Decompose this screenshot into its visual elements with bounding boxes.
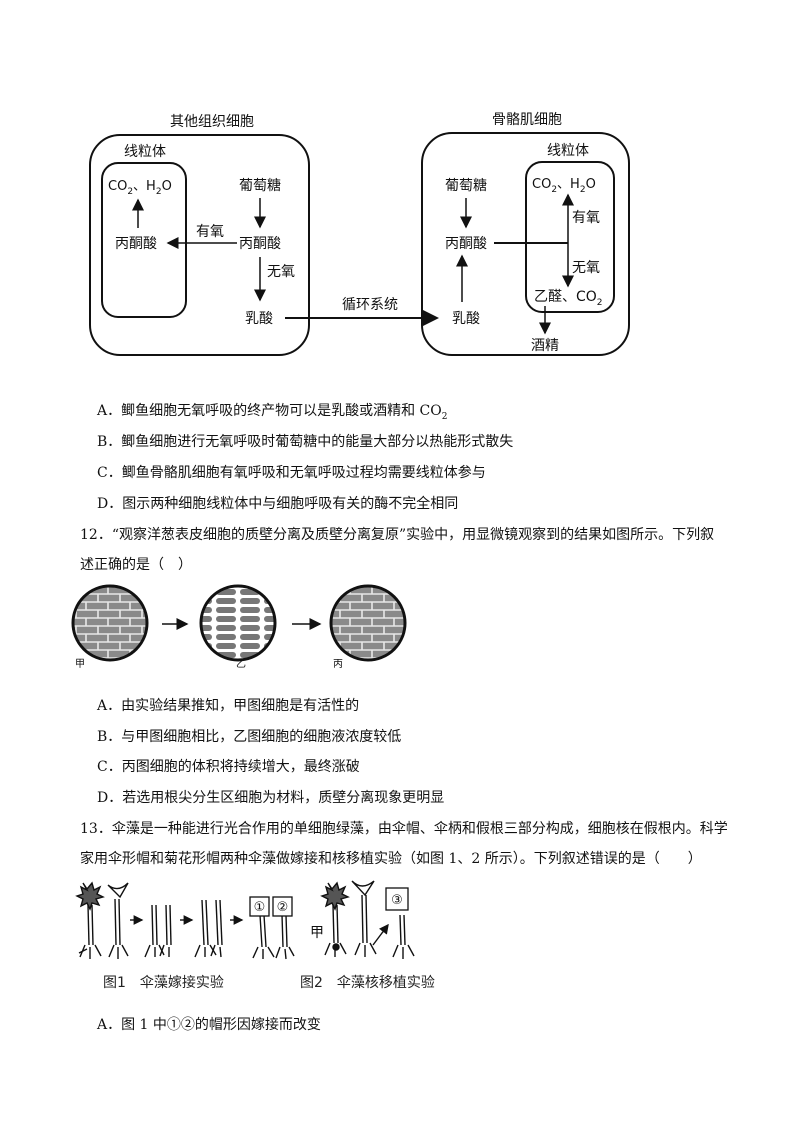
- label-yi: 乙: [236, 658, 246, 670]
- right-ethanol: 酒精: [531, 338, 559, 354]
- q12-option-b: B．与甲图细胞相比，乙图细胞的细胞液浓度较低: [97, 729, 402, 745]
- left-mito-pyruvate: 丙酮酸: [115, 236, 157, 252]
- q12-option-c: C．丙图细胞的体积将持续增大，最终涨破: [97, 759, 360, 775]
- right-co2-h2o: CO2、H2O: [532, 177, 596, 195]
- right-acetaldehyde: 乙醛、CO2: [534, 289, 603, 308]
- q11-option-a: A．鲫鱼细胞无氧呼吸的终产物可以是乳酸或酒精和 CO2: [97, 403, 448, 422]
- right-mito-label: 线粒体: [547, 143, 589, 159]
- label-jia: 甲: [75, 659, 85, 670]
- q13-stem-line2: 家用伞形帽和菊花形帽两种伞藻做嫁接和核移植实验（如图 1、2 所示）。下列叙述错…: [80, 851, 702, 867]
- left-cell-outline: [89, 134, 310, 356]
- q11-option-d: D．图示两种细胞线粒体中与细胞呼吸有关的酶不完全相同: [97, 496, 459, 512]
- plasmolysis-micrographs: 甲 乙 丙: [71, 584, 407, 670]
- q12-option-d: D．若选用根尖分生区细胞为材料，质壁分离现象更明显: [97, 790, 445, 806]
- q12-option-a: A．由实验结果推知，甲图细胞是有活性的: [97, 698, 360, 714]
- figure2-caption: 图2 伞藻核移植实验: [300, 974, 435, 991]
- circulation-label: 循环系统: [342, 297, 398, 313]
- q11-option-b: B．鲫鱼细胞进行无氧呼吸时葡萄糖中的能量大部分以热能形式散失: [97, 434, 514, 450]
- right-cell-outline: [421, 132, 630, 356]
- box-label-1: ①: [254, 900, 266, 915]
- box-label-3: ③: [391, 893, 403, 908]
- left-mito-label: 线粒体: [124, 144, 166, 160]
- figure2-nuclear-transplant: [320, 880, 415, 959]
- left-co2-h2o: CO2、H2O: [108, 179, 172, 197]
- result-box-2: [272, 896, 293, 917]
- q13-stem-line1: 13．伞藻是一种能进行光合作用的单细胞绿藻，由伞帽、伞柄和假根三部分构成，细胞核…: [80, 821, 728, 837]
- figure2-label-jia: 甲: [310, 925, 324, 941]
- left-aerobic-label: 有氧: [196, 224, 224, 240]
- right-mitochondrion: [525, 161, 615, 313]
- respiration-diagram: 其他组织细胞 线粒体 CO2、H2O 丙酮酸 葡萄糖 丙酮酸 有氧 无氧 乳酸 …: [89, 112, 630, 356]
- left-anaerobic-label: 无氧: [267, 264, 295, 280]
- result-box-1: [249, 896, 270, 917]
- right-cell-title: 骨骼肌细胞: [492, 112, 562, 128]
- result-box-3: [385, 887, 409, 911]
- figure1-grafting: [75, 881, 295, 960]
- q12-stem-line2: 述正确的是（ ）: [80, 557, 192, 573]
- q13-option-a: A．图 1 中①②的帽形因嫁接而改变: [97, 1017, 321, 1033]
- left-lactate: 乳酸: [245, 311, 273, 327]
- micrograph-yi: [199, 584, 277, 662]
- right-pyruvate: 丙酮酸: [445, 236, 487, 252]
- right-anaerobic-label: 无氧: [572, 260, 600, 276]
- left-mitochondrion: [101, 162, 187, 318]
- right-aerobic-label: 有氧: [572, 210, 600, 226]
- right-lactate: 乳酸: [452, 311, 480, 327]
- left-cell-title: 其他组织细胞: [170, 114, 254, 130]
- box-label-2: ②: [277, 900, 289, 915]
- q11-option-c: C．鲫鱼骨骼肌细胞有氧呼吸和无氧呼吸过程均需要线粒体参与: [97, 465, 486, 481]
- micrograph-bing: [329, 584, 407, 662]
- left-pyruvate: 丙酮酸: [239, 236, 281, 252]
- right-glucose: 葡萄糖: [445, 178, 487, 194]
- micrograph-jia: [71, 584, 149, 662]
- q12-stem-line1: 12．“观察洋葱表皮细胞的质壁分离及质壁分离复原”实验中，用显微镜观察到的结果如…: [80, 527, 715, 543]
- left-glucose: 葡萄糖: [239, 178, 281, 194]
- figure1-caption: 图1 伞藻嫁接实验: [103, 974, 224, 991]
- acetabularia-experiments: ① ② ③ 甲 图1 伞藻嫁接实验 图2 伞藻核移植实验: [75, 880, 435, 991]
- label-bing: 丙: [333, 659, 343, 670]
